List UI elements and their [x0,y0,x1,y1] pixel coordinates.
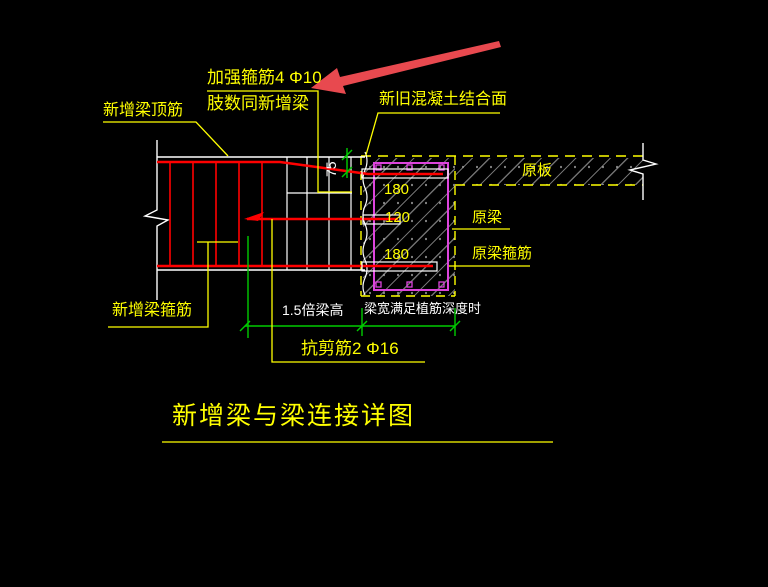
drawing-title: 新增梁与梁连接详图 [172,402,416,430]
rebar-dot [438,281,445,288]
label-original-slab: 原板 [522,162,553,179]
original-slab-concrete-hatch [456,158,643,185]
original-beam-concrete-hatch [363,158,455,296]
new-beam-break-symbol [142,140,171,300]
rebar-dot [375,281,382,288]
bottom-anchor-sleeve [361,261,438,272]
rebar-dot [406,281,413,288]
dimension-mid-spacing: 120 [385,209,411,226]
label-reinforce-stirrup-line2: 肢数同新增梁 [207,94,309,113]
dimension-lines [239,148,461,338]
original-beam-stirrup-outline [373,162,449,291]
shear-rebar-arrowhead [244,212,264,221]
rebar-dot [438,164,445,171]
dimension-bottom-spacing: 180 [384,246,410,263]
top-anchor-sleeve [361,168,449,179]
label-new-beam-top-rebar: 新增梁顶筋 [103,102,184,119]
top-rebar [157,160,443,176]
dimension-beam-height-factor: 1.5倍梁高 [282,302,344,318]
slab-break-symbol [627,143,659,200]
dimension-75: 75 [323,161,339,177]
dimension-beam-width-note: 梁宽满足植筋深度时 [364,301,482,316]
label-reinforce-stirrup-line1: 加强箍筋4 Φ10 [207,68,322,87]
reinforce-zone-white-stirrups [286,157,352,270]
label-original-beam-stirrup: 原梁箍筋 [472,245,533,262]
annotation-leaders [103,90,553,443]
rebar-dot [406,164,413,171]
mid-anchor-sleeve [362,214,401,225]
label-concrete-interface: 新旧混凝土结合面 [379,91,508,108]
dimension-top-spacing: 180 [384,181,410,198]
markup-arrow [311,41,501,94]
label-shear-bar: 抗剪筋2 Φ16 [301,339,399,358]
rebar-dot [375,164,382,171]
label-original-beam: 原梁 [472,209,503,226]
label-new-beam-stirrup: 新增梁箍筋 [112,302,193,319]
